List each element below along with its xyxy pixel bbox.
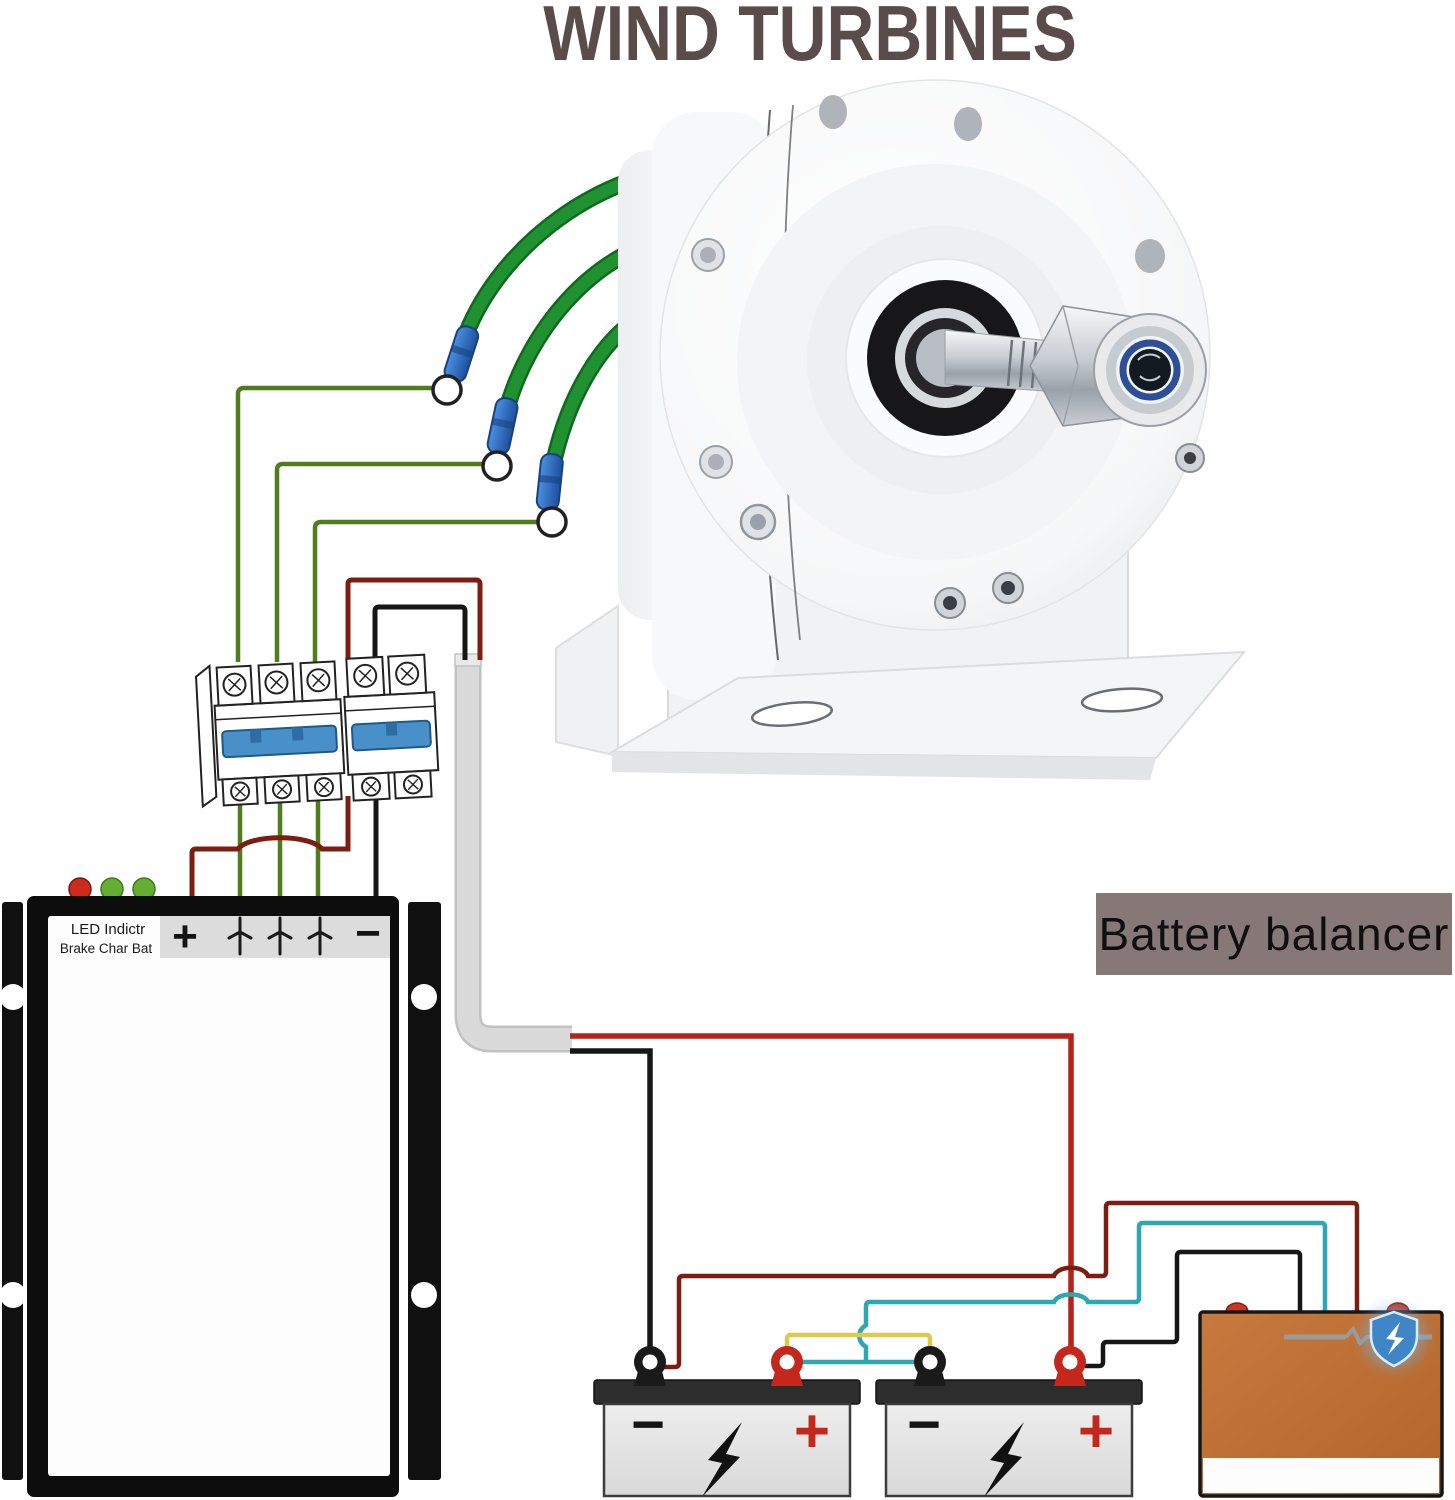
controller-face xyxy=(48,916,390,1476)
wind-turbine-terminal-icons xyxy=(227,916,333,956)
battery2-negative-terminal xyxy=(914,1346,946,1386)
battery1-positive-terminal xyxy=(771,1346,803,1386)
battery1-minus-sign: − xyxy=(631,1392,665,1457)
lightning-icon xyxy=(702,1422,742,1497)
gray-battery-cable xyxy=(454,653,572,1053)
left-mounting-strip xyxy=(2,902,23,1480)
controller-battery-wires xyxy=(189,577,483,896)
rim-bolt-holes xyxy=(819,95,1165,273)
battery-balancer-label: Battery balancer xyxy=(1096,893,1452,975)
ring-terminals xyxy=(431,374,568,538)
bracket-bolts xyxy=(739,503,1024,619)
wind-turbine-icon xyxy=(227,916,253,956)
battery-bank-wires xyxy=(570,1033,1074,1352)
balancer-lead-battery2-positive xyxy=(1085,1249,1303,1369)
mounting-slot xyxy=(750,701,834,727)
terminal-strip xyxy=(160,916,390,958)
balancer-lead-midpoint xyxy=(857,1220,1328,1362)
battery2-minus-sign: − xyxy=(907,1392,941,1457)
series-jumper-wire xyxy=(784,1332,933,1352)
shaft-assembly xyxy=(867,280,1207,473)
charge-positive-wire xyxy=(570,1033,1074,1352)
mounting-slot xyxy=(1080,687,1164,713)
breaker-2-pole xyxy=(343,653,440,802)
balancer-lead-battery1-negative xyxy=(664,1200,1360,1370)
bracket-left-wing xyxy=(555,604,619,758)
wind-turbine-icon xyxy=(307,916,333,956)
battery2-plus-sign: + xyxy=(1078,1397,1114,1466)
wind-turbine-icon xyxy=(267,916,293,956)
wind-turbine-generator xyxy=(555,79,1247,780)
bracket-base xyxy=(608,650,1247,780)
bullet-connector xyxy=(535,452,564,512)
lightning-icon xyxy=(984,1422,1024,1497)
bullet-connector xyxy=(486,396,519,455)
battery2-positive-terminal xyxy=(1054,1346,1086,1386)
battery-balancer-box xyxy=(1198,1302,1444,1498)
led-names-label: Brake Char Bat xyxy=(60,941,153,956)
page-title: WIND TURBINES xyxy=(543,0,1077,78)
right-mounting-strip xyxy=(408,902,441,1480)
shaft-threads xyxy=(1006,339,1050,390)
balancer-lead-wires xyxy=(664,1200,1360,1370)
terminal-plus-label: + xyxy=(172,912,198,961)
breaker-3-pole xyxy=(213,660,346,807)
battery-1: − + xyxy=(593,1346,861,1498)
shield-lightning-icon xyxy=(1386,1322,1404,1355)
terminal-minus-label: − xyxy=(355,909,381,958)
charge-controller: LED Indictr Brake Char Bat + − xyxy=(0,877,441,1497)
din-rail xyxy=(195,663,218,809)
battery1-plus-sign: + xyxy=(794,1397,830,1466)
cable-connectors xyxy=(431,325,568,538)
housing-bolts xyxy=(691,238,733,479)
wiring-harness xyxy=(189,385,1360,1370)
battery-2: − + xyxy=(875,1346,1143,1498)
circuit-breakers xyxy=(195,653,440,809)
battery1-negative-terminal xyxy=(634,1346,666,1386)
nylock-ring xyxy=(1119,339,1181,401)
charge-negative-wire xyxy=(570,1048,653,1348)
led-indicator-label: LED Indictr xyxy=(71,921,145,938)
